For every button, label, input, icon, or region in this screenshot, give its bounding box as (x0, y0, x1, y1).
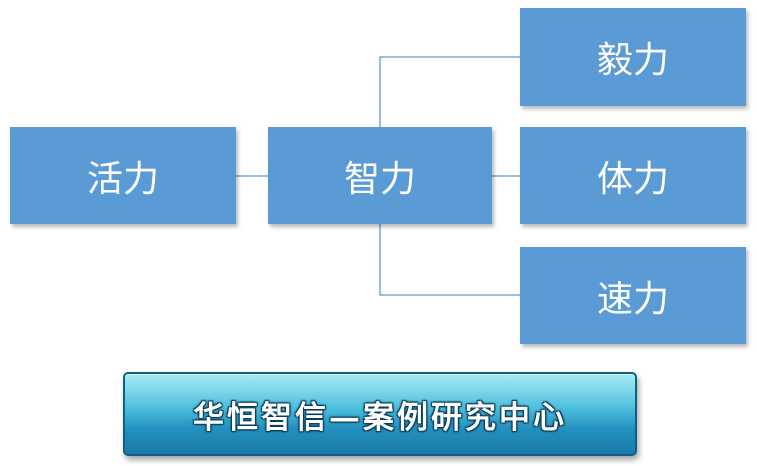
node-label-huoli: 活力 (86, 158, 159, 200)
footer-banner: 华恒智信—案例研究中心 (123, 372, 637, 456)
node-label-tili: 体力 (596, 158, 669, 200)
node-suli: 速力 (520, 247, 746, 344)
banner-title: 华恒智信—案例研究中心 (193, 399, 567, 436)
node-label-suli: 速力 (596, 278, 669, 320)
node-label-yili: 毅力 (596, 40, 669, 81)
node-huoli: 活力 (10, 127, 236, 224)
connector-zhili-suli (379, 224, 520, 296)
node-tili: 体力 (520, 127, 746, 224)
node-yili: 毅力 (520, 8, 746, 106)
connector-zhili-yili (379, 56, 520, 127)
node-label-zhili: 智力 (343, 158, 416, 200)
node-zhili: 智力 (268, 127, 492, 224)
